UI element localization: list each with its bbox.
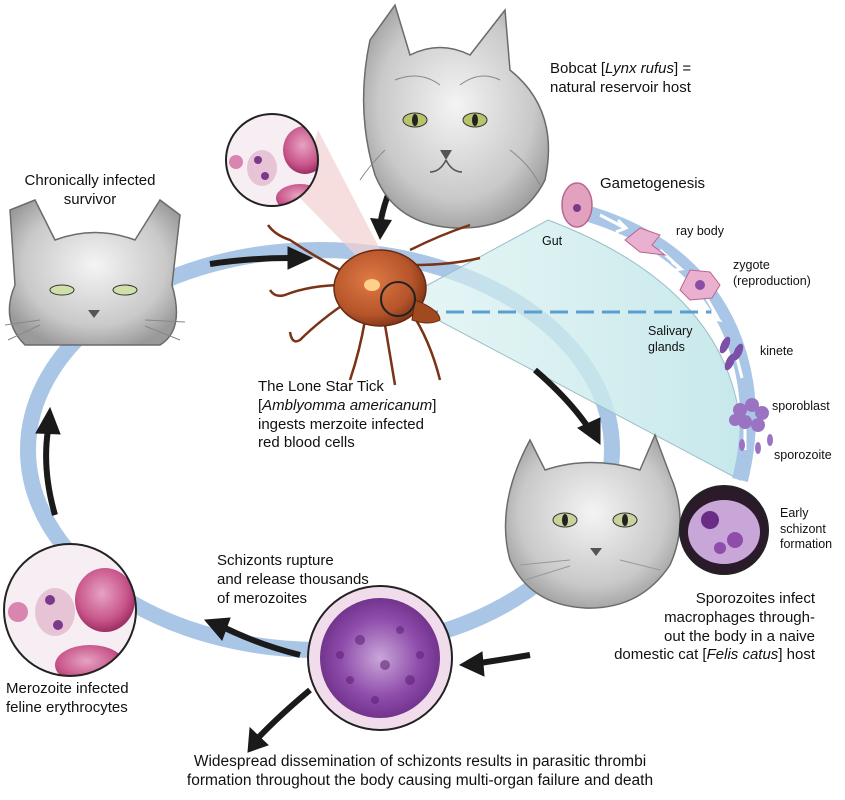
sporozoite-cells bbox=[739, 434, 773, 454]
sporozoites-infect-label: Sporozoites infect macrophages through- … bbox=[560, 590, 815, 665]
zygote-line2: (reproduction) bbox=[733, 273, 811, 288]
gametogenesis-heading: Gametogenesis bbox=[600, 175, 706, 192]
merozoite-erythrocytes-label: Merozoite infected feline erythrocytes bbox=[6, 680, 129, 718]
bobcat-role-text: natural reservoir host bbox=[550, 78, 691, 96]
dissemination-caption: Widespread dissemination of schizonts re… bbox=[100, 752, 740, 791]
caption-line1: Widespread dissemination of schizonts re… bbox=[193, 753, 647, 770]
lone-star-tick bbox=[266, 223, 481, 386]
early-schizont-micrograph bbox=[679, 485, 769, 575]
bobcat-label-text: Bobcat [ bbox=[550, 60, 606, 77]
rupture-line2: and release thousands bbox=[217, 570, 369, 588]
gut-label: Gut bbox=[542, 234, 563, 248]
cycle-arrows bbox=[35, 246, 601, 753]
spz-line1: Sporozoites infect bbox=[695, 590, 815, 607]
chronic-survivor-label: Chronically infected survivor bbox=[0, 172, 180, 210]
mero-line2: feline erythrocytes bbox=[6, 698, 128, 716]
spz-line4-end: ] host bbox=[778, 646, 815, 664]
kinete-cells bbox=[719, 336, 744, 371]
chronic-cat-illustration bbox=[4, 198, 186, 346]
bobcat-illustration bbox=[359, 3, 550, 229]
salivary-line1: Salivary bbox=[648, 324, 693, 338]
tick-label-line3: ingests merzoite infected bbox=[258, 415, 424, 433]
rupture-line3: of merozoites bbox=[217, 589, 308, 607]
chronic-survivor-line1: Chronically infected bbox=[24, 172, 156, 189]
schizont-micrograph bbox=[307, 585, 453, 731]
schizont-rupture-label: Schizonts rupture and release thousands … bbox=[217, 552, 369, 608]
tick-bracket-open: [ bbox=[258, 396, 263, 414]
tick-label-line4: red blood cells bbox=[258, 434, 355, 452]
salivary-glands-label: Salivary glands bbox=[648, 324, 692, 355]
tick-bracket-close: ] bbox=[432, 396, 437, 414]
domestic-cat-species-name: Felis catus bbox=[706, 646, 779, 664]
kinete-label: kinete bbox=[760, 344, 794, 358]
zygote-line1: zygote bbox=[733, 258, 770, 272]
bobcat-label-text-end: ] = bbox=[673, 60, 692, 77]
merozoite-erythrocytes-micrograph bbox=[3, 543, 137, 677]
caption-line2: formation throughout the body causing mu… bbox=[186, 772, 654, 790]
bobcat-species-name: Lynx rufus bbox=[605, 60, 674, 77]
chronic-survivor-line2: survivor bbox=[63, 190, 117, 208]
gametogenesis-stages bbox=[561, 182, 773, 454]
sporozoite-label: sporozoite bbox=[774, 448, 832, 462]
spz-line3: out the body in a naive bbox=[664, 627, 815, 645]
tick-species-name: Amblyomma americanum bbox=[262, 396, 433, 414]
ray-body-cell bbox=[624, 227, 667, 256]
early-schizont-line3: formation bbox=[780, 537, 833, 552]
salivary-line2: glands bbox=[648, 339, 685, 354]
zygote-label: zygote (reproduction) bbox=[733, 258, 811, 289]
spz-line2: macrophages through- bbox=[664, 608, 815, 626]
bobcat-label: Bobcat [Lynx rufus] = natural reservoir … bbox=[550, 60, 691, 98]
sporoblast-label: sporoblast bbox=[772, 399, 830, 413]
tick-label: The Lone Star Tick [Amblyomma americanum… bbox=[258, 378, 436, 453]
spz-line4-start: domestic cat [ bbox=[614, 646, 707, 664]
tick-body bbox=[333, 249, 427, 327]
sporoblast-cluster bbox=[729, 398, 769, 432]
early-schizont-line1: Early bbox=[780, 506, 809, 520]
tick-label-line1: The Lone Star Tick bbox=[258, 378, 384, 395]
mero-line1: Merozoite infected bbox=[6, 680, 129, 697]
tick-gut-magnifier bbox=[380, 281, 416, 317]
magnifier-cone bbox=[300, 130, 395, 278]
early-schizont-label: Early schizont formation bbox=[780, 506, 832, 553]
ray-body-label: ray body bbox=[676, 224, 724, 238]
rupture-line1: Schizonts rupture bbox=[217, 552, 334, 569]
early-schizont-line2: schizont bbox=[780, 521, 826, 536]
domestic-cat-illustration bbox=[504, 432, 681, 609]
